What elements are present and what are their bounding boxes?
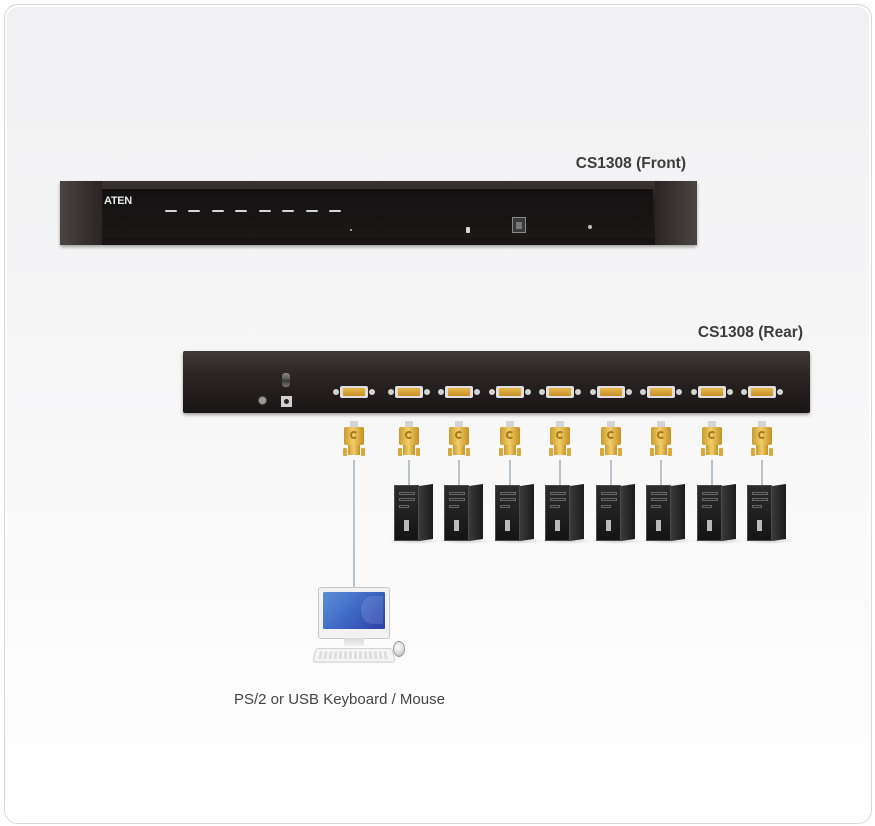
kvm-port-3	[489, 386, 531, 398]
computer-tower-icon-3	[495, 484, 535, 541]
port-led-7	[306, 210, 318, 212]
reset-button-icon	[466, 227, 470, 233]
kvm-cable-7	[711, 460, 713, 486]
mouse-icon	[393, 641, 405, 657]
port-led-6	[282, 210, 294, 212]
tower-shadow	[489, 538, 543, 544]
kvm-connector-icon-4	[549, 421, 571, 463]
port-led-4	[235, 210, 247, 212]
kvm-port-5	[590, 386, 632, 398]
kvm-port-7	[691, 386, 733, 398]
computer-tower-icon-2	[444, 484, 484, 541]
tower-shadow	[691, 538, 745, 544]
kvm-port-4	[539, 386, 581, 398]
diagram-frame	[4, 4, 872, 824]
tower-shadow	[539, 538, 593, 544]
kvm-cable-3	[509, 460, 511, 486]
kvm-port-8	[741, 386, 783, 398]
rack-ear-right	[655, 181, 697, 245]
port-led-1	[165, 210, 177, 212]
port-led-8	[329, 210, 341, 212]
kvm-cable-8	[761, 460, 763, 486]
computer-tower-icon-6	[646, 484, 686, 541]
computer-tower-icon-8	[747, 484, 787, 541]
console-cable	[353, 460, 355, 588]
indicator-dot	[350, 229, 352, 231]
monitor-stand	[344, 638, 364, 646]
kvm-cable-4	[559, 460, 561, 486]
kvm-port-1	[388, 386, 430, 398]
kvm-cable-5	[610, 460, 612, 486]
kvm-connector-icon-3	[499, 421, 521, 463]
kvm-connector-icon-7	[701, 421, 723, 463]
kvm-port-6	[640, 386, 682, 398]
keyboard-icon	[312, 648, 396, 663]
kvm-connector-icon-2	[448, 421, 470, 463]
kvm-connector-icon-1	[398, 421, 420, 463]
tower-shadow	[388, 538, 442, 544]
power-led-icon	[588, 225, 592, 229]
power-switch-icon	[282, 373, 290, 387]
kvm-cable-6	[660, 460, 662, 486]
kvm-cable-1	[408, 460, 410, 486]
port-led-5	[259, 210, 271, 212]
computer-tower-icon-4	[545, 484, 585, 541]
tower-shadow	[438, 538, 492, 544]
grounding-terminal-icon	[258, 396, 267, 405]
console-connector-icon	[343, 421, 365, 463]
console-port	[333, 386, 375, 398]
console-label: PS/2 or USB Keyboard / Mouse	[234, 691, 445, 708]
kvm-cable-2	[458, 460, 460, 486]
kvm-connector-icon-6	[650, 421, 672, 463]
port-led-3	[212, 210, 224, 212]
cs1308-front-unit	[60, 181, 697, 245]
computer-tower-icon-5	[596, 484, 636, 541]
aten-logo: ATEN	[104, 195, 132, 207]
front-panel-face	[102, 188, 653, 238]
monitor-icon	[318, 587, 390, 639]
front-unit-label: CS1308 (Front)	[575, 155, 686, 172]
port-led-2	[188, 210, 200, 212]
firmware-upgrade-port-icon	[512, 217, 526, 233]
cs1308-rear-unit	[183, 351, 810, 413]
kvm-connector-icon-8	[751, 421, 773, 463]
power-jack-icon	[281, 396, 292, 407]
rear-unit-label: CS1308 (Rear)	[697, 324, 803, 341]
tower-shadow	[741, 538, 795, 544]
tower-shadow	[590, 538, 644, 544]
tower-shadow	[640, 538, 694, 544]
kvm-port-2	[438, 386, 480, 398]
kvm-connector-icon-5	[600, 421, 622, 463]
rack-ear-left	[60, 181, 102, 245]
computer-tower-icon-1	[394, 484, 434, 541]
computer-tower-icon-7	[697, 484, 737, 541]
